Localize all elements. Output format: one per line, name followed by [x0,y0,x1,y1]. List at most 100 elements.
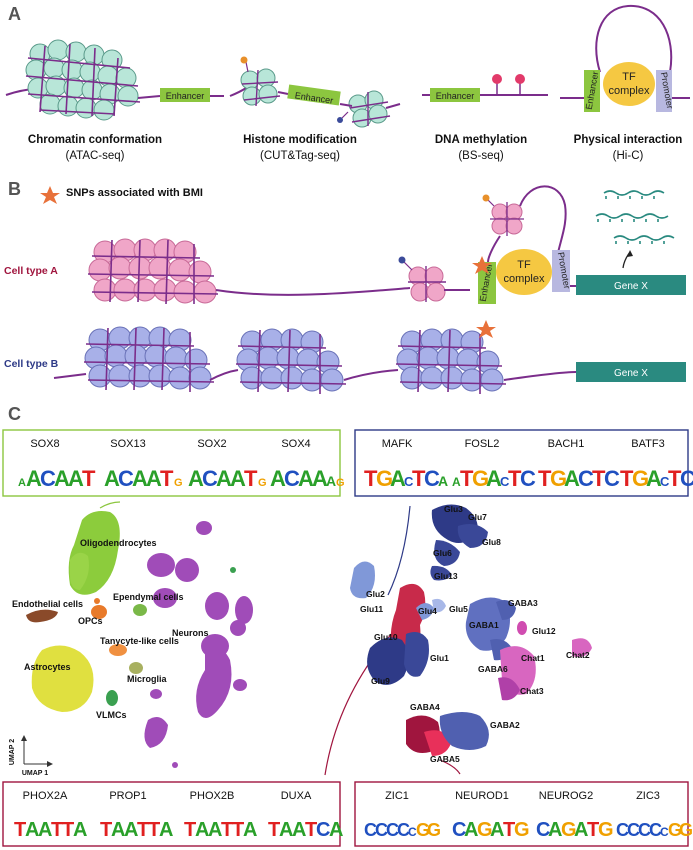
svg-text:T: T [244,466,258,491]
svg-text:A: A [54,466,70,491]
motif-name-mafk: MAFK [382,438,413,450]
snp-star-a-icon [472,256,492,274]
label-tanycyte-like-cells: Tanycyte-like cells [100,636,179,646]
svg-text:G: G [514,819,530,841]
caption-method-2: (CUT&Tag-seq) [260,150,340,162]
motif-name-duxa: DUXA [281,790,312,802]
physical-interaction-diagram: Enhancer TF complex Promoter [560,4,690,112]
label-gaba4: GABA4 [410,702,440,712]
svg-text:C: C [616,820,629,840]
cell-a-tf-label: TF [517,259,531,271]
label-glu3: Glu3 [444,504,463,514]
label-gaba5: GABA5 [430,754,460,764]
svg-text:A: A [298,466,314,491]
svg-text:A: A [68,466,84,491]
svg-text:C: C [375,820,388,840]
panel-c-label: C [8,404,21,424]
motif-name-batf3: BATF3 [631,438,664,450]
svg-text:G: G [477,819,493,841]
label-glu4: Glu4 [418,606,437,616]
svg-text:A: A [38,819,52,841]
motif-name-sox8: SOX8 [30,438,59,450]
svg-text:A: A [486,466,502,491]
svg-text:A: A [111,819,125,841]
motif-name-neurog2: NEUROG2 [539,790,593,802]
svg-text:T: T [184,819,196,841]
label-gaba6: GABA6 [478,664,508,674]
label-gaba3: GABA3 [508,598,538,608]
motif-box-bottom-left [2,781,341,847]
tf-label: TF [622,71,636,83]
svg-text:C: C [40,466,56,491]
motif-name-sox13: SOX13 [110,438,145,450]
svg-text:C: C [452,819,466,841]
label-endothelial-cells: Endothelial cells [12,599,83,609]
svg-text:A: A [574,819,588,841]
panel-a-label: A [8,4,21,24]
svg-text:A: A [464,819,478,841]
label-vlmcs: VLMCs [96,710,127,720]
snp-star-icon [40,186,60,204]
svg-text:G: G [632,466,649,491]
svg-text:A: A [292,819,306,841]
svg-text:G: G [598,819,614,841]
svg-text:T: T [51,819,63,841]
label-glu6: Glu6 [433,548,452,558]
label-glu1: Glu1 [430,653,449,663]
svg-text:A: A [490,819,504,841]
motif-name-zic1: ZIC1 [385,790,409,802]
svg-text:C: C [536,819,550,841]
svg-text:T: T [508,466,522,491]
label-glu9: Glu9 [371,676,390,686]
svg-text:T: T [620,466,634,491]
svg-text:G: G [427,820,441,840]
svg-text:G: G [174,477,183,489]
svg-text:G: G [550,466,567,491]
svg-text:C: C [660,474,670,489]
svg-text:A: A [216,466,232,491]
svg-text:G: G [336,477,345,489]
cell-type-a-label: Cell type A [4,265,58,277]
svg-text:T: T [137,819,149,841]
svg-text:C: C [386,820,399,840]
svg-text:T: T [14,819,26,841]
svg-text:G: G [376,466,393,491]
svg-text:A: A [646,466,662,491]
svg-text:T: T [232,819,244,841]
svg-text:A: A [279,819,293,841]
svg-text:A: A [159,819,173,841]
svg-text:C: C [638,820,651,840]
svg-text:G: G [416,820,430,840]
svg-text:A: A [104,466,120,491]
svg-text:T: T [503,819,515,841]
label-gaba2: GABA2 [490,720,520,730]
complex-label: complex [609,85,650,97]
label-ependymal-cells: Ependymal cells [113,592,184,602]
axis-umap1-label: UMAP 1 [22,770,48,777]
svg-text:C: C [680,466,693,491]
svg-text:C: C [660,825,669,839]
label-glu12: Glu12 [532,626,556,636]
caption-title-2: Histone modification [243,134,357,146]
motif-name-sox4: SOX4 [281,438,310,450]
svg-text:A: A [243,819,257,841]
label-astrocytes: Astrocytes [24,662,71,672]
svg-text:C: C [284,466,300,491]
svg-text:T: T [587,819,599,841]
caption-title-4: Physical interaction [574,134,683,146]
label-chat1: Chat1 [521,653,545,663]
svg-text:C: C [364,820,377,840]
svg-text:C: C [649,820,662,840]
motif-name-bach1: BACH1 [548,438,585,450]
svg-text:T: T [364,466,378,491]
svg-text:T: T [82,466,96,491]
label-glu5: Glu5 [449,604,468,614]
svg-text:A: A [564,466,580,491]
label-glu10: Glu10 [374,632,398,642]
svg-text:A: A [329,819,343,841]
enhancer-label: Enhancer [166,91,205,101]
motif-box-top-left [2,429,341,497]
label-microglia: Microglia [127,674,168,684]
